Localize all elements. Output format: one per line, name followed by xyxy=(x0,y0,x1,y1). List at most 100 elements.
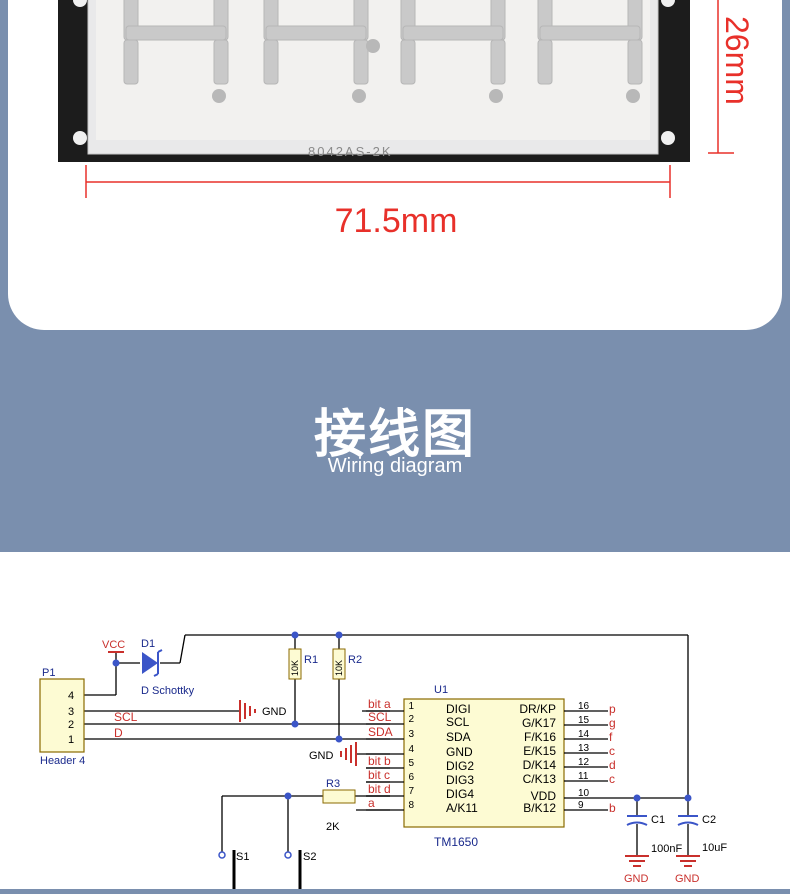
svg-text:F/K16: F/K16 xyxy=(524,730,556,744)
digit-segment xyxy=(402,25,504,41)
svg-text:bit c: bit c xyxy=(368,768,390,782)
svg-text:bit d: bit d xyxy=(368,782,391,796)
width-label: 71.5mm xyxy=(335,202,458,240)
svg-text:GND: GND xyxy=(624,873,649,885)
svg-text:15: 15 xyxy=(578,715,590,726)
digit-segment xyxy=(627,39,643,85)
svg-text:SDA: SDA xyxy=(446,730,471,744)
svg-text:14: 14 xyxy=(578,729,590,740)
svg-text:c: c xyxy=(609,772,615,786)
svg-text:GND: GND xyxy=(262,706,287,718)
module-marking: 8042AS-2K xyxy=(308,144,393,159)
junction-dot xyxy=(335,631,343,639)
svg-text:2: 2 xyxy=(408,714,414,725)
junction-dot xyxy=(335,735,343,743)
digit-segment xyxy=(263,39,279,85)
svg-text:D/K14: D/K14 xyxy=(523,758,557,772)
svg-text:5: 5 xyxy=(408,758,414,769)
gnd-symbol: GND xyxy=(239,700,287,722)
digit-segment xyxy=(400,39,416,85)
resistor-r2: 10K R2 xyxy=(332,648,362,680)
decimal-point xyxy=(212,89,226,103)
svg-text:GND: GND xyxy=(675,873,700,885)
svg-text:C2: C2 xyxy=(702,814,716,826)
resistor-r1: 10K R1 xyxy=(288,648,318,680)
svg-text:8: 8 xyxy=(408,800,414,811)
mounting-hole xyxy=(661,131,675,145)
capacitor-c1: C1 100nF xyxy=(626,814,682,855)
decimal-point xyxy=(489,89,503,103)
height-label: 26mm xyxy=(719,16,755,105)
chip-pin-right: B/K12 9 b xyxy=(523,800,616,815)
wiring-schematic: VCC D1 D Schottky P1 4 3 2 1 Header 4 SC… xyxy=(0,552,790,889)
chip-pin-left: 1 DIGI bit a xyxy=(366,697,471,716)
svg-text:C/K13: C/K13 xyxy=(523,772,557,786)
svg-text:3: 3 xyxy=(68,706,74,718)
chip-pin-right: F/K16 14 f xyxy=(524,729,613,744)
svg-text:A/K11: A/K11 xyxy=(446,801,478,815)
svg-text:a: a xyxy=(368,796,375,810)
product-photo-card: 8042AS-2K 71.5mm 26mm xyxy=(8,0,782,330)
svg-text:B/K12: B/K12 xyxy=(523,801,556,815)
svg-text:SCL: SCL xyxy=(368,710,392,724)
digit-segment xyxy=(353,39,369,85)
net-label-scl: SCL xyxy=(114,710,138,724)
gnd-symbol: GND xyxy=(675,855,700,885)
chip-pin-right: D/K14 12 d xyxy=(523,757,616,772)
svg-text:1: 1 xyxy=(408,701,414,712)
svg-text:f: f xyxy=(609,730,613,744)
svg-text:C1: C1 xyxy=(651,814,665,826)
svg-text:D Schottky: D Schottky xyxy=(141,685,195,697)
section-title: 接线图 xyxy=(313,405,476,465)
svg-text:P1: P1 xyxy=(42,667,55,679)
junction-dot xyxy=(284,792,292,800)
junction-dot xyxy=(684,794,692,802)
svg-text:12: 12 xyxy=(578,757,590,768)
svg-text:S2: S2 xyxy=(303,851,316,863)
gnd-symbol: GND xyxy=(309,742,357,766)
gnd-symbol: GND xyxy=(624,855,649,885)
decimal-point xyxy=(626,89,640,103)
svg-text:b: b xyxy=(609,801,616,815)
svg-text:d: d xyxy=(609,758,616,772)
svg-text:VCC: VCC xyxy=(102,639,125,651)
svg-text:7: 7 xyxy=(408,786,414,797)
svg-text:S1: S1 xyxy=(236,851,249,863)
svg-text:E/K15: E/K15 xyxy=(523,744,556,758)
switch-s1: S1 xyxy=(218,850,249,889)
svg-text:Header 4: Header 4 xyxy=(40,755,85,767)
digit-segment xyxy=(265,25,367,41)
svg-text:10K: 10K xyxy=(334,660,344,676)
svg-text:SDA: SDA xyxy=(368,725,393,739)
svg-text:13: 13 xyxy=(578,743,590,754)
svg-text:10K: 10K xyxy=(290,660,300,676)
svg-text:R3: R3 xyxy=(326,778,340,790)
svg-text:DIGI: DIGI xyxy=(446,702,471,716)
svg-text:2K: 2K xyxy=(326,821,340,833)
svg-text:11: 11 xyxy=(578,771,589,782)
mounting-hole xyxy=(661,0,675,7)
svg-text:10: 10 xyxy=(578,788,590,799)
svg-text:bit b: bit b xyxy=(368,754,391,768)
header-4-connector: P1 4 3 2 1 Header 4 xyxy=(39,667,85,767)
svg-text:GND: GND xyxy=(309,750,334,762)
svg-text:DIG2: DIG2 xyxy=(446,759,474,773)
junction-dot xyxy=(112,659,120,667)
svg-text:bit a: bit a xyxy=(368,697,391,711)
svg-text:4: 4 xyxy=(408,744,414,755)
svg-text:6: 6 xyxy=(408,772,414,783)
mounting-hole xyxy=(73,0,87,7)
schematic-canvas: VCC D1 D Schottky P1 4 3 2 1 Header 4 SC… xyxy=(39,631,727,889)
svg-text:U1: U1 xyxy=(434,684,448,696)
digit-segment xyxy=(539,25,641,41)
svg-text:9: 9 xyxy=(578,800,584,811)
svg-text:p: p xyxy=(609,702,616,716)
svg-text:G/K17: G/K17 xyxy=(522,716,556,730)
svg-text:TM1650: TM1650 xyxy=(434,835,478,849)
svg-text:16: 16 xyxy=(578,701,590,712)
